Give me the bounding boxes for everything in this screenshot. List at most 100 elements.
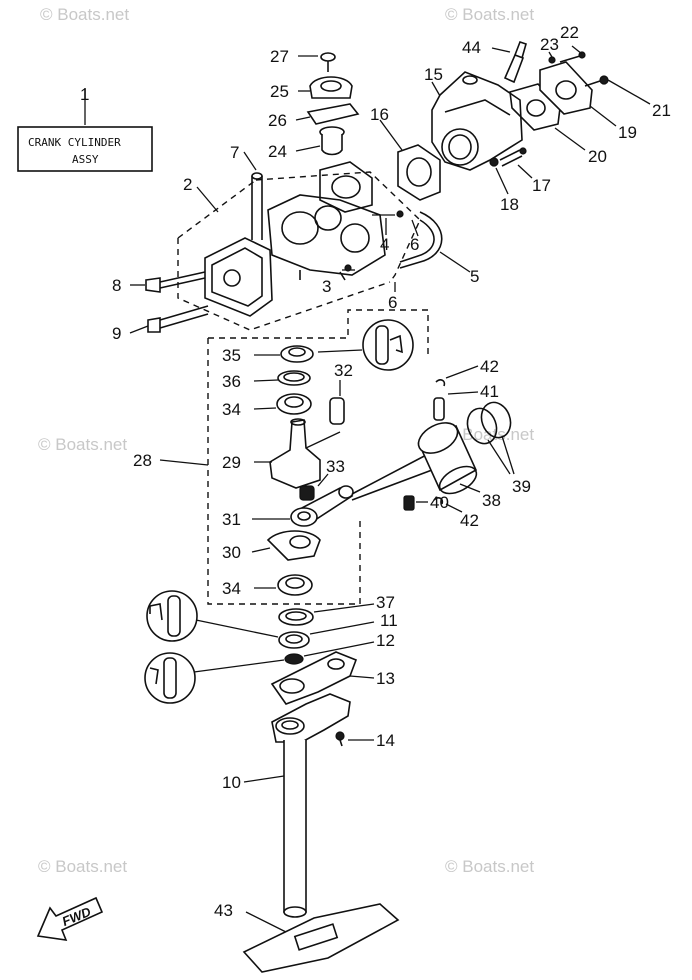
callout-28: 28 [133, 451, 152, 470]
callout-22: 22 [560, 23, 579, 42]
part-31-connecting-rod: 31 [222, 451, 433, 529]
part-30-crank-lower: 30 [222, 530, 321, 562]
part-27-screw: 27 [270, 47, 336, 72]
callout-42-lower: 42 [460, 511, 479, 530]
part-42-clip-upper: 42 [435, 357, 499, 387]
forward-label: FWD [60, 904, 94, 929]
callout-33: 33 [326, 457, 345, 476]
callout-23: 23 [540, 35, 559, 54]
callout-3: 3 [322, 277, 331, 296]
callout-37: 37 [376, 593, 395, 612]
callout-21: 21 [652, 101, 671, 120]
sealant-icon-lower-1 [146, 590, 279, 642]
callout-19: 19 [618, 123, 637, 142]
part-14-bolt: 14 [335, 731, 395, 750]
sealant-icon-lower-2 [144, 652, 285, 704]
sealant-icon-upper [317, 319, 414, 371]
part-22-bolt: 22 [559, 23, 586, 63]
part-26-gasket: 26 [268, 103, 360, 130]
callout-41: 41 [480, 382, 499, 401]
part-29-crank-upper: 29 [222, 418, 341, 489]
callout-8: 8 [112, 276, 121, 295]
callout-4: 4 [380, 235, 389, 254]
watermark-bottom-left: © Boats.net [38, 857, 127, 876]
callout-43: 43 [214, 901, 233, 920]
callout-15: 15 [424, 65, 443, 84]
part-9-bolt: 9 [112, 305, 209, 343]
callout-39: 39 [512, 477, 531, 496]
callout-1: 1 [80, 85, 89, 104]
callout-29: 29 [222, 453, 241, 472]
callout-31: 31 [222, 510, 241, 529]
part-38-piston: 38 [417, 422, 501, 510]
part-8-bolt: 8 [112, 271, 206, 295]
part-23-washer: 23 [540, 35, 559, 64]
part-32-pin: 32 [329, 361, 353, 425]
forward-direction-arrow: FWD [36, 896, 104, 941]
crankcase-cylinder-body [204, 161, 386, 317]
callout-24: 24 [268, 142, 287, 161]
assembly-title: CRANK CYLINDER [28, 136, 121, 149]
callout-14: 14 [376, 731, 395, 750]
callout-6-upper: 6 [410, 235, 419, 254]
crankshaft-group-outline [207, 309, 429, 605]
callout-34-upper: 34 [222, 400, 241, 419]
callout-16: 16 [370, 105, 389, 124]
assembly-label-box: 1 CRANK CYLINDER ASSY [17, 85, 153, 172]
assembly-subtitle: ASSY [72, 153, 99, 166]
watermark-bottom-right: © Boats.net [445, 857, 534, 876]
part-43-gasket: 43 [214, 901, 400, 973]
part-24-thermostat: 24 [268, 126, 345, 161]
part-34-bearing-lower: 34 [222, 574, 313, 598]
callout-11: 11 [380, 611, 398, 630]
part-44-spark-plug: 44 [462, 38, 527, 84]
watermark-mid-left: © Boats.net [38, 435, 127, 454]
callout-25: 25 [270, 82, 289, 101]
callout-5: 5 [470, 267, 479, 286]
part-7-dowel: 7 [230, 143, 263, 240]
part-17-bolt: 17 [499, 147, 551, 195]
part-41-piston-pin: 41 [433, 382, 499, 421]
callout-2: 2 [183, 175, 192, 194]
part-12-seal: 12 [284, 631, 395, 665]
callout-40: 40 [430, 493, 449, 512]
part-5-hose: 5 [399, 211, 479, 286]
part-15-exhaust-cover: 15 [424, 65, 523, 171]
callout-10: 10 [222, 773, 241, 792]
part-13-gasket: 13 [270, 651, 395, 705]
part-19-cover: 19 [539, 61, 637, 142]
part-36-ring: 36 [222, 370, 311, 391]
part-40-bearing: 40 [403, 493, 449, 512]
part-18-washer: 18 [489, 157, 519, 214]
part-10-exhaust-tube: 10 [222, 693, 351, 918]
part-42-clip-lower: 42 [433, 497, 479, 530]
callout-35: 35 [222, 346, 241, 365]
callout-17: 17 [532, 176, 551, 195]
part-37-seal: 37 [278, 593, 395, 626]
part-20-gasket: 20 [509, 83, 607, 166]
callout-36: 36 [222, 372, 241, 391]
callout-42-upper: 42 [480, 357, 499, 376]
callout-32: 32 [334, 361, 353, 380]
watermark-top-right: © Boats.net [445, 5, 534, 24]
part-34-bearing-upper: 34 [222, 393, 312, 419]
callout-12: 12 [376, 631, 395, 650]
callout-26: 26 [268, 111, 287, 130]
callout-6-lower: 6 [388, 293, 397, 312]
callout-7: 7 [230, 143, 239, 162]
callout-44: 44 [462, 38, 481, 57]
callout-18: 18 [500, 195, 519, 214]
part-25-cover: 25 [270, 76, 353, 101]
callout-27: 27 [270, 47, 289, 66]
part-39-piston-rings: 39 [466, 401, 531, 496]
part-21-bolt: 21 [584, 75, 671, 120]
callout-38: 38 [482, 491, 501, 510]
part-16-gasket: 16 [370, 105, 441, 201]
callout-13: 13 [376, 669, 395, 688]
part-35-oil-seal: 35 [222, 345, 314, 365]
watermark-top-left: © Boats.net [40, 5, 129, 24]
part-11-seal: 11 [278, 611, 398, 649]
part-33-needle-bearing: 33 [299, 457, 345, 501]
callout-34-lower: 34 [222, 579, 241, 598]
